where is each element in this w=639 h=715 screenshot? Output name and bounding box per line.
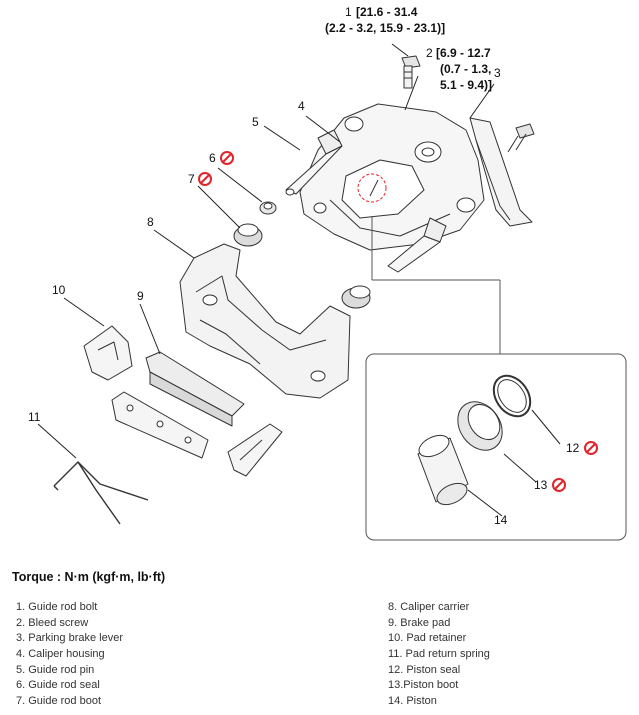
callout-12: 12 — [566, 441, 580, 455]
callout-9: 9 — [137, 289, 144, 303]
brake-caliper-exploded-diagram — [37, 43, 627, 541]
do-not-reuse-icon — [220, 151, 234, 165]
parts-legend-left: 1. Guide rod bolt 2. Bleed screw 3. Park… — [16, 600, 123, 710]
guide-rod-bolt-top — [401, 55, 421, 89]
legend-item: 9. Brake pad — [388, 616, 451, 629]
legend-item: 5. Guide rod pin — [16, 663, 95, 676]
guide-rod-seal — [259, 201, 277, 215]
callout-11: 11 — [28, 410, 41, 424]
legend-item: 4. Caliper housing — [16, 648, 105, 661]
do-not-reuse-icon — [552, 478, 566, 492]
brake-pads — [111, 351, 245, 459]
callout-2: 2 — [426, 46, 433, 60]
leader-lines — [37, 43, 561, 517]
legend-item: 11. Pad return spring — [388, 648, 490, 661]
legend-item: 13.Piston boot — [388, 679, 459, 692]
callout-5: 5 — [252, 115, 259, 129]
detail-connector — [371, 216, 501, 354]
legend-item: 3. Parking brake lever — [16, 632, 123, 645]
torque-units-title: Torque : N·m (kgf·m, lb·ft) — [12, 570, 166, 584]
callout-7: 7 — [188, 172, 195, 186]
piston-detail-box — [365, 353, 627, 541]
caliper-carrier — [179, 243, 351, 399]
torque-spec-1-line2: (2.2 - 3.2, 15.9 - 23.1)] — [325, 21, 446, 35]
callout-4: 4 — [298, 99, 305, 113]
guide-rod-pin-right — [387, 217, 447, 273]
guide-rod-bolt-right — [507, 123, 535, 153]
torque-spec-2-line2: (0.7 - 1.3, — [440, 62, 492, 76]
pad-retainer — [83, 325, 283, 477]
torque-spec-1-line1: [21.6 - 31.4 — [356, 5, 418, 19]
torque-spec-2-line3: 5.1 - 9.4)] — [440, 78, 493, 92]
caliper-housing — [299, 103, 485, 251]
callout-8: 8 — [147, 215, 154, 229]
legend-item: 2. Bleed screw — [16, 616, 89, 629]
legend-item: 14. Piston — [388, 695, 437, 708]
callout-10: 10 — [52, 283, 66, 297]
do-not-reuse-icon — [198, 172, 212, 186]
legend-item: 10. Pad retainer — [388, 632, 467, 645]
callout-6: 6 — [209, 151, 216, 165]
guide-rod-pin — [285, 129, 343, 196]
legend-item: 8. Caliper carrier — [388, 601, 470, 613]
legend-item: 6. Guide rod seal — [16, 679, 100, 692]
torque-spec-2-line1: [6.9 - 12.7 — [436, 46, 491, 60]
legend-item: 7. Guide rod boot — [16, 695, 102, 708]
legend-item: 12. Piston seal — [388, 663, 461, 676]
callout-14: 14 — [494, 513, 508, 527]
legend-item: 1. Guide rod bolt — [16, 601, 98, 613]
do-not-reuse-icon — [584, 441, 598, 455]
callout-13: 13 — [534, 478, 548, 492]
parts-legend-right: 8. Caliper carrier 9. Brake pad 10. Pad … — [388, 600, 490, 710]
callout-3: 3 — [494, 66, 501, 80]
pad-return-spring — [53, 461, 149, 525]
guide-rod-boot — [233, 223, 371, 309]
parking-brake-lever — [469, 117, 533, 227]
callout-1: 1 — [345, 5, 352, 19]
